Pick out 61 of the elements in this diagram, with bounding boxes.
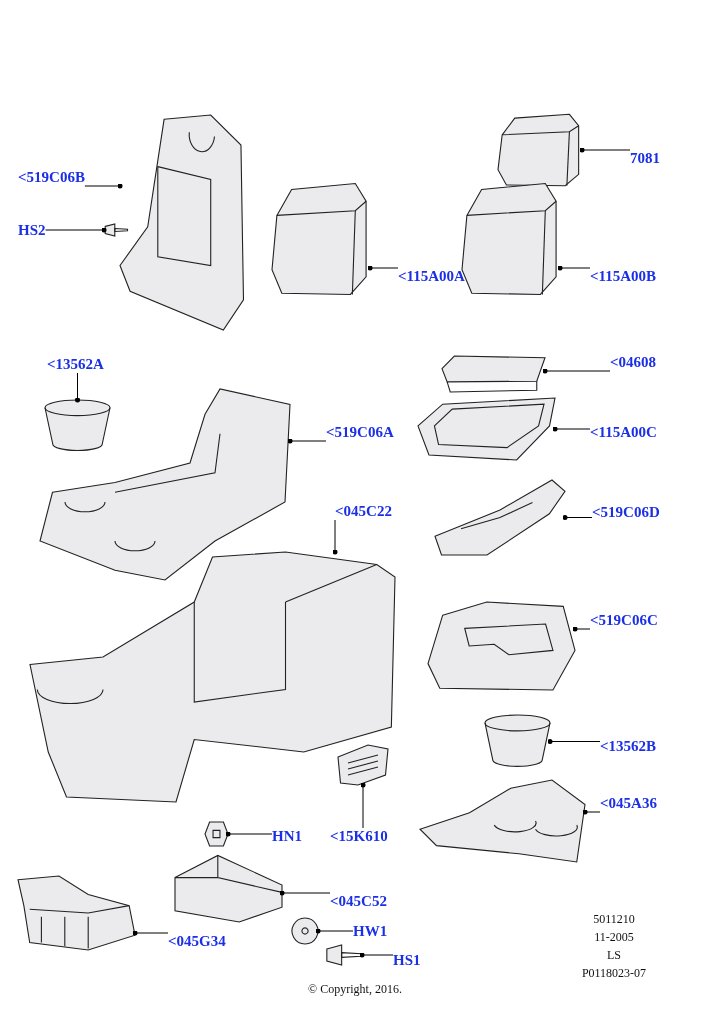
part-number: <13562A [47,356,104,373]
part-drawing [120,115,246,330]
part-drawing [498,112,582,188]
leader-line [557,265,591,271]
leader-line [359,952,394,958]
part-number: <519C06A [326,424,394,441]
leader-line [225,831,273,837]
part-drawing [40,385,290,580]
leader-line [84,183,123,189]
reference-code: P0118023-07 [581,966,647,981]
leader-line [75,372,80,403]
part-number: <519C06C [590,612,658,629]
leader-line [579,147,631,153]
part-drawing [30,552,395,802]
part-number: <519C06B [18,169,85,186]
leader-line [552,426,591,432]
part-number: HS2 [18,222,46,239]
part-number: <115A00A [398,268,465,285]
leader-line [360,782,366,829]
leader-line [279,890,331,896]
part-number: <045G34 [168,933,226,950]
part-number: HW1 [353,923,388,940]
part-drawing [485,715,550,768]
part-number: <045A36 [600,795,657,812]
copyright-note: © Copyright, 2016. [308,982,402,997]
leader-line [562,515,593,520]
part-number: <04608 [610,354,657,371]
leader-line [582,809,601,815]
leader-line [332,519,338,555]
washer-drawing [292,918,318,944]
reference-code: 5011210 [593,912,635,927]
part-drawing [420,780,585,862]
part-number: <045C22 [335,503,392,520]
leader-line [132,930,169,936]
part-drawing [435,480,565,555]
part-number: <13562B [600,738,657,755]
leader-line [367,265,399,271]
leader-line [542,368,611,374]
leader-line [287,438,327,444]
part-number: <15K610 [330,828,388,845]
part-drawing [418,398,555,460]
part-drawing [338,745,388,785]
part-number: <115A00B [590,268,657,285]
part-number: <045C52 [330,893,387,910]
leader-line [45,227,107,233]
nut-drawing [205,822,228,846]
reference-code: 11-2005 [594,930,634,945]
part-drawing [272,180,370,298]
part-number: HS1 [393,952,421,969]
leader-line [315,928,354,934]
reference-code: LS [607,948,621,963]
part-number: <519C06D [592,504,660,521]
part-number: 7081 [630,150,660,167]
part-drawing [18,876,135,950]
part-number: <115A00C [590,424,657,441]
leader-line [572,626,591,632]
part-drawing [428,602,575,690]
leader-line [547,739,601,744]
part-number: HN1 [272,828,302,845]
part-drawing [45,400,110,452]
part-drawing [442,356,545,392]
